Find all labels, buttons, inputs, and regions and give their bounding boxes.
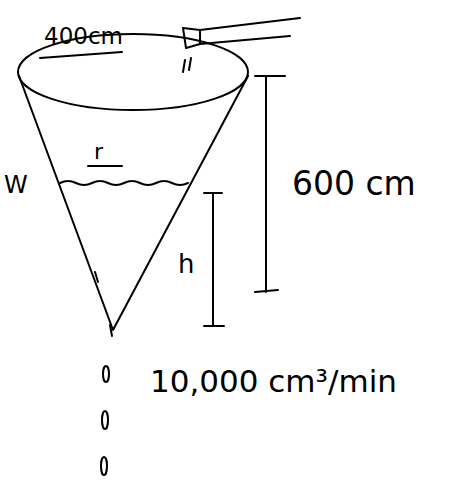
drip-marks [95, 272, 112, 336]
height-bracket [255, 76, 285, 292]
cone-sides [19, 76, 248, 330]
drip [102, 411, 108, 429]
flow-rate-label: 10,000 cm³/min [150, 364, 397, 398]
water-label: W [4, 172, 28, 198]
drip [103, 366, 109, 382]
h-bracket [204, 193, 224, 326]
drip [101, 457, 107, 475]
depth-label: h [178, 250, 194, 279]
water-radius-label: r [94, 140, 103, 164]
height-dimension: 600 cm [292, 166, 416, 202]
water-radius-line [88, 165, 122, 167]
faucet [183, 18, 300, 72]
water-surface [60, 181, 188, 185]
radius-line [40, 52, 122, 58]
radius-label: 400cm [44, 24, 123, 49]
